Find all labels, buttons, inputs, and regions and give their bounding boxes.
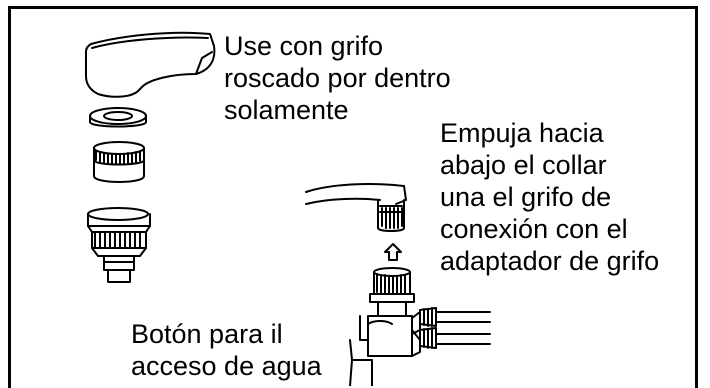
collar-connection-note: Empuja hacia abajo el collar una el grif…: [440, 118, 660, 276]
faucet-spout-drawing: [85, 31, 216, 98]
faucet-thread-note: Use con grifo roscado por dentro solamen…: [224, 31, 451, 125]
quick-connector-drawing: [87, 207, 151, 283]
hose-fittings-drawing: [419, 307, 491, 349]
diagram-frame: [8, 6, 698, 388]
water-access-button-note: Botón para il acceso de agua: [131, 319, 322, 381]
filter-valve-drawing: [349, 267, 421, 386]
faucet-end-drawing: [305, 183, 407, 232]
push-down-arrow-icon: [384, 243, 402, 261]
aerator-ring-drawing: [93, 141, 145, 183]
washer-drawing: [89, 107, 147, 128]
